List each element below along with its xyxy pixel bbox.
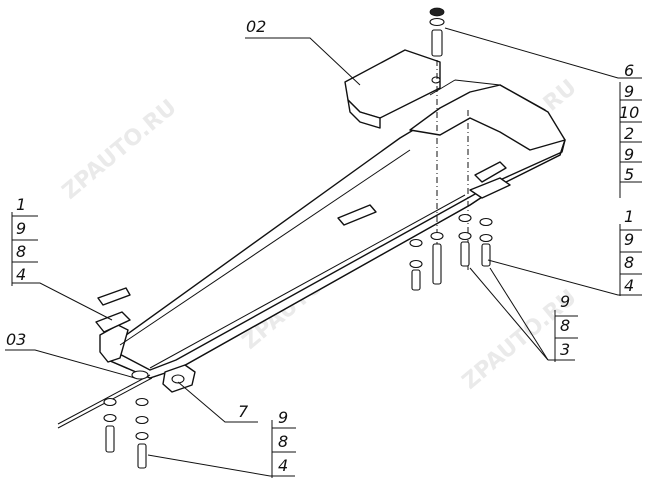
- stack-right-mid-4: 4: [624, 276, 634, 295]
- washer-h: [103, 397, 117, 407]
- skid-plate: [99, 79, 566, 379]
- stack-bottom-mid-frame: [271, 420, 296, 478]
- stack-left-top-frame: [11, 212, 38, 286]
- stack-right-bolts-1: 9: [560, 292, 570, 311]
- bracket-right-tab: [474, 161, 507, 183]
- washer-i: [103, 413, 117, 423]
- bolt-c: [481, 243, 491, 267]
- stack-left-top-3: 8: [16, 242, 26, 261]
- leader-03: [5, 349, 136, 379]
- top-washer: [429, 17, 445, 27]
- stack-left-top-2: 9: [16, 219, 26, 238]
- bracket-03-rod: [57, 374, 151, 425]
- bracket-03-hole: [131, 370, 149, 380]
- leader-right-mid: [487, 259, 642, 296]
- callout-stack-bottom-mid: 9 8 4: [271, 408, 296, 478]
- stack-bottom-mid-1: 9: [278, 408, 288, 427]
- stack-right-mid-frame: [619, 224, 642, 296]
- label-part-03: 03: [6, 330, 26, 349]
- stack-left-top-4: 4: [16, 265, 26, 284]
- long-bolt: [432, 243, 442, 285]
- washer-g: [479, 233, 493, 243]
- bracket-left-tab-2: [95, 311, 131, 333]
- leader-left-top: [12, 282, 113, 321]
- plate-rear-hump: [409, 84, 566, 151]
- bracket-right-tab-2: [469, 177, 511, 199]
- washer-j: [135, 397, 149, 407]
- plate-slot: [337, 204, 377, 226]
- stack-top-right-2: 9: [624, 82, 634, 101]
- stack-top-right-5: 9: [624, 145, 634, 164]
- washer-e: [458, 231, 472, 241]
- washer-a: [409, 238, 423, 248]
- hardware-lower-right: [409, 213, 493, 291]
- bolt-d: [105, 425, 115, 453]
- stack-right-bolts-2: 8: [560, 316, 570, 335]
- bracket-02: [344, 49, 441, 129]
- bracket-left: [95, 287, 131, 333]
- label-part-02: 02: [246, 17, 266, 36]
- stack-right-bolts-frame: [554, 310, 578, 362]
- top-spacer: [431, 29, 443, 57]
- bracket-02-hole: [431, 76, 441, 84]
- stack-top-right-frame: [619, 82, 642, 198]
- plate-crease: [119, 149, 411, 346]
- bracket-right: [469, 161, 511, 199]
- stack-right-mid-1: 1: [624, 207, 634, 226]
- top-nut: [429, 7, 445, 17]
- washer-f: [479, 217, 493, 227]
- washer-b: [409, 259, 423, 269]
- bracket-7-hole: [171, 374, 185, 384]
- bolt-e: [137, 443, 147, 469]
- watermark-1: ZPAUTO.RU: [58, 95, 182, 205]
- plate-side-face: [107, 139, 566, 379]
- stack-top-right-3: 10: [619, 103, 639, 122]
- leader-right-bolts-1: [469, 267, 549, 361]
- plate-rear-edge: [429, 79, 501, 96]
- bolt-a: [411, 269, 421, 291]
- stack-left-top-1: 1: [16, 195, 26, 214]
- stack-right-bolts-3: 3: [560, 340, 570, 359]
- leader-lines: [5, 27, 642, 477]
- callout-stack-left-top: 1 9 8 4: [11, 195, 38, 286]
- bracket-left-tab: [97, 287, 131, 306]
- bracket-7: [162, 364, 196, 393]
- stack-bottom-mid-3: 4: [278, 456, 288, 475]
- washer-l: [135, 431, 149, 441]
- leader-7: [177, 381, 258, 423]
- washer-c: [430, 231, 444, 241]
- washer-k: [135, 415, 149, 425]
- leader-right-bolts-2: [489, 267, 549, 361]
- hardware-lower-left: [103, 397, 149, 469]
- stack-bottom-mid-2: 8: [278, 432, 288, 451]
- callout-stack-right-bolts: 9 8 3: [554, 292, 578, 362]
- leader-bottom-mid: [147, 454, 295, 477]
- bolt-b: [460, 241, 470, 267]
- stack-right-mid-2: 9: [624, 230, 634, 249]
- leader-top-right: [444, 27, 642, 79]
- stack-right-mid-3: 8: [624, 253, 634, 272]
- leader-02: [245, 37, 361, 86]
- stack-top-right-1: 6: [624, 61, 634, 80]
- callout-stack-right-mid: 1 9 8 4: [619, 207, 642, 296]
- stack-top-right-4: 2: [624, 124, 634, 143]
- plate-crease-2: [149, 194, 466, 369]
- bracket-02-side: [347, 99, 381, 129]
- callout-stack-top-right: 6 9 10 2 9 5: [619, 61, 642, 198]
- label-part-7: 7: [238, 402, 249, 421]
- washer-d: [458, 213, 472, 223]
- stack-top-right-6: 5: [624, 165, 634, 184]
